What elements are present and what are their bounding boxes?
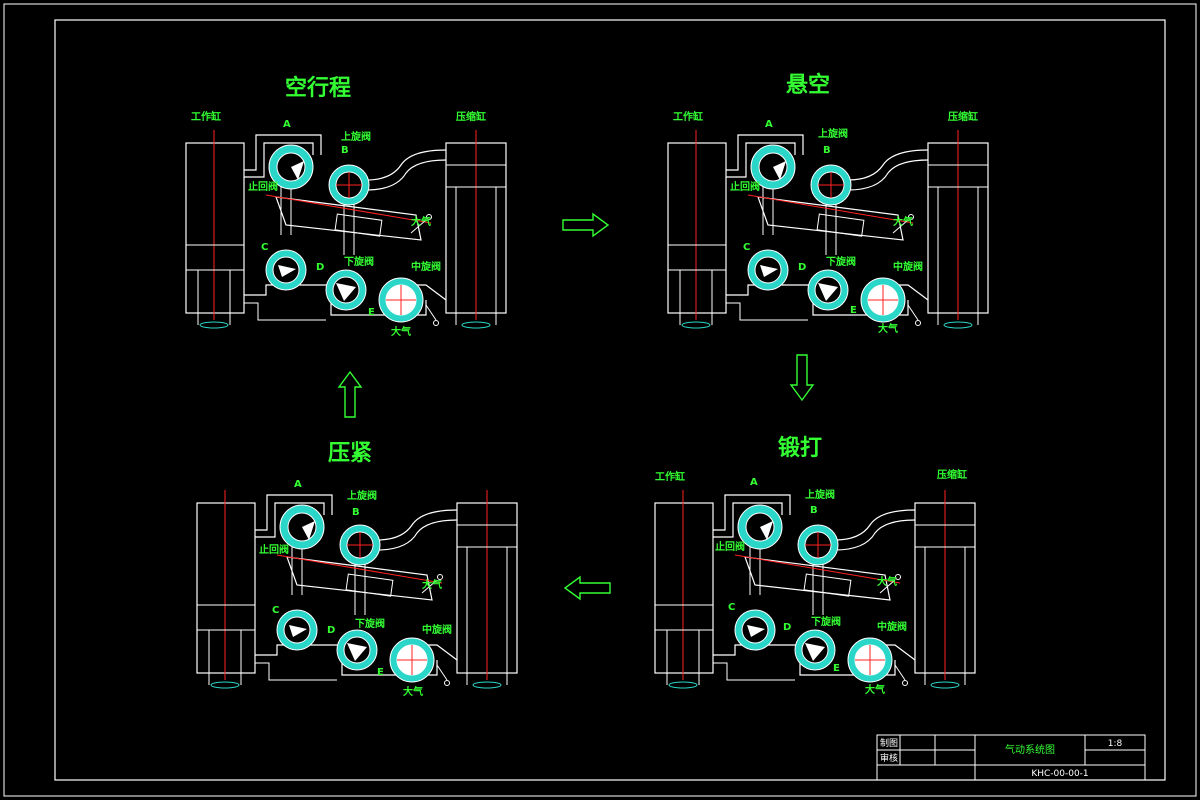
port-e-label: E: [850, 305, 857, 316]
atmosphere-label: 大气: [893, 215, 913, 228]
reviewer-label: 审核: [880, 752, 898, 764]
panel-title: 锻打: [778, 435, 822, 461]
pneumatic-schematic: A B 上旋阀 止回阀 C D 下旋阀 中旋阀 E 大气 大气: [196, 479, 518, 698]
work-cylinder-label: 工作缸: [673, 110, 703, 123]
arrow-down-icon: [790, 354, 814, 401]
port-c-label: C: [728, 602, 735, 613]
atmosphere-label-2: 大气: [865, 683, 885, 696]
port-a-label: A: [283, 119, 291, 130]
port-d-label: D: [798, 262, 806, 273]
panel-idle: 空行程 工作缸 压缩缸 A B 上旋阀 止回阀 C D 下旋阀 中旋阀 E 大气…: [185, 75, 507, 338]
work-cylinder-label: 工作缸: [191, 110, 221, 123]
check-valve-label: 止回阀: [730, 180, 760, 193]
panel-title: 空行程: [285, 75, 351, 101]
port-c-label: C: [272, 605, 279, 616]
panel-title: 压紧: [328, 441, 372, 466]
lower-valve-label: 下旋阀: [355, 617, 385, 630]
compression-cylinder-label: 压缩缸: [937, 468, 967, 481]
atmosphere-label-2: 大气: [403, 685, 423, 698]
mid-valve-label: 中旋阀: [877, 620, 907, 633]
title-block: 制图 审核 气动系统图 1:8 KHC-00-00-1: [876, 734, 1146, 781]
compression-cylinder-label: 压缩缸: [456, 110, 486, 123]
check-valve-label: 止回阀: [248, 180, 278, 193]
port-c-label: C: [261, 242, 268, 253]
lower-valve-label: 下旋阀: [826, 255, 856, 268]
port-b-label: B: [823, 145, 831, 156]
port-c-label: C: [743, 242, 750, 253]
panel-forge: 锻打 工作缸 压缩缸 A B 上旋阀 止回阀 C D 下旋阀 中旋阀 E 大气 …: [654, 435, 976, 696]
drawing-number: KHC-00-00-1: [1031, 769, 1088, 779]
pneumatic-schematic: 工作缸 压缩缸 A B 上旋阀 止回阀 C D 下旋阀 中旋阀 E 大气 大气: [667, 110, 989, 335]
outer-frame: [3, 3, 1197, 797]
atmosphere-label: 大气: [411, 215, 431, 228]
lower-valve-label: 下旋阀: [811, 615, 841, 628]
compression-cylinder-label: 压缩缸: [948, 110, 978, 123]
panel-suspend: 悬空 工作缸 压缩缸 A B 上旋阀 止回阀 C D 下旋阀 中旋阀 E 大气 …: [667, 72, 989, 335]
atmosphere-label-2: 大气: [878, 322, 898, 335]
port-e-label: E: [833, 663, 840, 674]
upper-valve-label: 上旋阀: [818, 127, 848, 140]
port-a-label: A: [765, 119, 773, 130]
port-a-label: A: [294, 479, 302, 490]
mid-valve-label: 中旋阀: [411, 260, 441, 273]
arrow-left-icon: [564, 576, 611, 600]
drafter-label: 制图: [880, 737, 898, 749]
mid-valve-label: 中旋阀: [422, 623, 452, 636]
check-valve-label: 止回阀: [715, 540, 745, 553]
pneumatic-schematic: 工作缸 压缩缸 A B 上旋阀 止回阀 C D 下旋阀 中旋阀 E 大气 大气: [185, 110, 507, 338]
arrow-right-icon: [562, 213, 609, 237]
port-d-label: D: [316, 262, 324, 273]
port-b-label: B: [341, 145, 349, 156]
port-d-label: D: [783, 622, 791, 633]
port-b-label: B: [352, 507, 360, 518]
upper-valve-label: 上旋阀: [347, 489, 377, 502]
atmosphere-label: 大气: [422, 578, 442, 591]
port-a-label: A: [750, 477, 758, 488]
pneumatic-schematic: 工作缸 压缩缸 A B 上旋阀 止回阀 C D 下旋阀 中旋阀 E 大气 大气: [654, 468, 976, 696]
drawing-scale: 1:8: [1108, 739, 1123, 749]
panel-press: 压紧 A B 上旋阀 止回阀 C D 下旋阀 中旋阀 E 大气 大气: [196, 441, 518, 698]
drawing-name: 气动系统图: [1005, 743, 1055, 756]
port-e-label: E: [377, 667, 384, 678]
check-valve-label: 止回阀: [259, 543, 289, 556]
mid-valve-label: 中旋阀: [893, 260, 923, 273]
inner-frame: [54, 19, 1166, 781]
port-d-label: D: [327, 625, 335, 636]
atmosphere-label: 大气: [877, 575, 897, 588]
arrow-up-icon: [338, 371, 362, 418]
atmosphere-label-2: 大气: [391, 325, 411, 338]
port-b-label: B: [810, 505, 818, 516]
work-cylinder-label: 工作缸: [655, 470, 685, 483]
lower-valve-label: 下旋阀: [344, 255, 374, 268]
upper-valve-label: 上旋阀: [341, 130, 371, 143]
upper-valve-label: 上旋阀: [805, 488, 835, 501]
port-e-label: E: [368, 307, 375, 318]
panel-title: 悬空: [786, 72, 830, 98]
